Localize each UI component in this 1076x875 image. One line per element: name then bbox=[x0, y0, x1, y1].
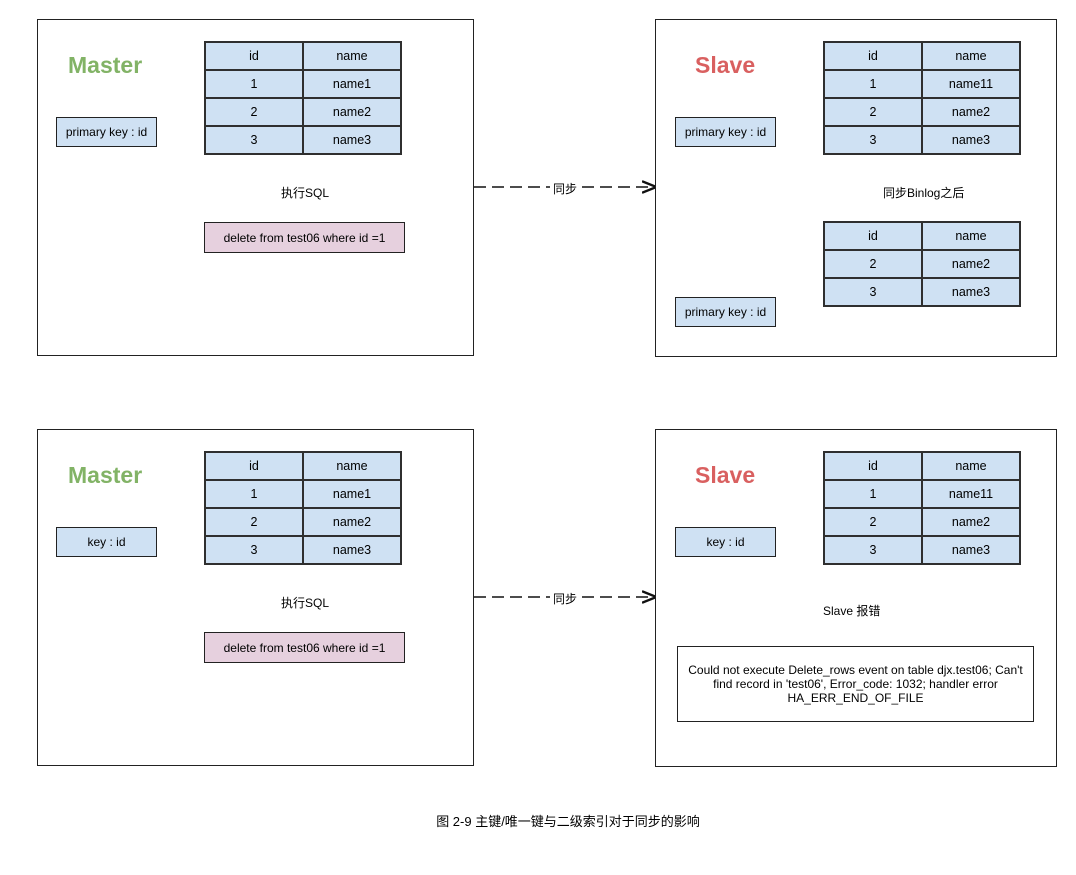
table-header-cell: name bbox=[302, 451, 402, 481]
table-cell: 1 bbox=[823, 69, 923, 99]
table-cell: name3 bbox=[921, 125, 1021, 155]
table-cell: name3 bbox=[302, 535, 402, 565]
master-table-top: id name 1 name1 2 name2 3 name3 bbox=[204, 41, 402, 155]
table-header-cell: id bbox=[823, 41, 923, 71]
table-row: 2 name2 bbox=[823, 507, 1021, 537]
table-cell: name3 bbox=[302, 125, 402, 155]
table-header-cell: name bbox=[302, 41, 402, 71]
exec-sql-label-top: 执行SQL bbox=[278, 184, 333, 201]
sql-statement-box-bottom: delete from test06 where id =1 bbox=[204, 632, 405, 663]
slave-title-top: Slave bbox=[695, 52, 756, 78]
table-cell: 1 bbox=[204, 479, 304, 509]
table-cell: name1 bbox=[302, 69, 402, 99]
slave-table-top: id name 1 name11 2 name2 3 name3 bbox=[823, 41, 1021, 155]
table-cell: 3 bbox=[823, 535, 923, 565]
table-row: 1 name11 bbox=[823, 69, 1021, 99]
table-cell: 3 bbox=[823, 125, 923, 155]
table-cell: name11 bbox=[921, 479, 1021, 509]
table-cell: 3 bbox=[204, 535, 304, 565]
table-row: 1 name1 bbox=[204, 69, 402, 99]
table-cell: 2 bbox=[204, 507, 304, 537]
table-row: 3 name3 bbox=[823, 125, 1021, 155]
table-header-cell: id bbox=[204, 451, 304, 481]
table-header-cell: id bbox=[823, 451, 923, 481]
table-row: 1 name11 bbox=[823, 479, 1021, 509]
table-cell: name2 bbox=[302, 507, 402, 537]
slave-title-bottom: Slave bbox=[695, 462, 756, 488]
table-header-row: id name bbox=[823, 221, 1021, 251]
slave-primary-key-box: primary key : id bbox=[675, 117, 776, 147]
sql-statement-box-top: delete from test06 where id =1 bbox=[204, 222, 405, 253]
table-row: 2 name2 bbox=[823, 249, 1021, 279]
master-primary-key-box: primary key : id bbox=[56, 117, 157, 147]
table-cell: 2 bbox=[823, 507, 923, 537]
table-cell: 3 bbox=[823, 277, 923, 307]
table-row: 3 name3 bbox=[823, 277, 1021, 307]
table-row: 2 name2 bbox=[204, 507, 402, 537]
table-header-cell: id bbox=[204, 41, 304, 71]
slave-key-box-bottom: key : id bbox=[675, 527, 776, 557]
table-cell: 3 bbox=[204, 125, 304, 155]
sync-label-bottom: 同步 bbox=[550, 590, 581, 607]
master-title-top: Master bbox=[68, 52, 143, 78]
slave-table-bottom: id name 1 name11 2 name2 3 name3 bbox=[823, 451, 1021, 565]
master-key-box-bottom: key : id bbox=[56, 527, 157, 557]
master-table-bottom: id name 1 name1 2 name2 3 name3 bbox=[204, 451, 402, 565]
table-header-row: id name bbox=[204, 41, 402, 71]
sync-label-top: 同步 bbox=[550, 180, 581, 197]
after-binlog-label: 同步Binlog之后 bbox=[880, 184, 968, 201]
table-header-cell: name bbox=[921, 221, 1021, 251]
table-cell: name2 bbox=[302, 97, 402, 127]
table-cell: name2 bbox=[921, 97, 1021, 127]
table-cell: name3 bbox=[921, 277, 1021, 307]
table-row: 3 name3 bbox=[204, 535, 402, 565]
master-title-bottom: Master bbox=[68, 462, 143, 488]
table-cell: 2 bbox=[823, 249, 923, 279]
table-header-row: id name bbox=[823, 41, 1021, 71]
error-message-box: Could not execute Delete_rows event on t… bbox=[677, 646, 1034, 722]
table-cell: name11 bbox=[921, 69, 1021, 99]
table-cell: name3 bbox=[921, 535, 1021, 565]
slave-error-label: Slave 报错 bbox=[820, 602, 884, 619]
table-cell: 1 bbox=[823, 479, 923, 509]
table-cell: 2 bbox=[823, 97, 923, 127]
slave-primary-key-box-after: primary key : id bbox=[675, 297, 776, 327]
table-row: 3 name3 bbox=[204, 125, 402, 155]
exec-sql-label-bottom: 执行SQL bbox=[278, 594, 333, 611]
table-header-row: id name bbox=[204, 451, 402, 481]
table-header-cell: name bbox=[921, 451, 1021, 481]
slave-table-after: id name 2 name2 3 name3 bbox=[823, 221, 1021, 307]
figure-caption: 图 2-9 主键/唯一键与二级索引对于同步的影响 bbox=[436, 814, 700, 829]
table-cell: name2 bbox=[921, 249, 1021, 279]
table-cell: name2 bbox=[921, 507, 1021, 537]
table-cell: name1 bbox=[302, 479, 402, 509]
table-row: 2 name2 bbox=[823, 97, 1021, 127]
table-header-cell: id bbox=[823, 221, 923, 251]
table-cell: 1 bbox=[204, 69, 304, 99]
table-row: 3 name3 bbox=[823, 535, 1021, 565]
table-row: 2 name2 bbox=[204, 97, 402, 127]
table-header-cell: name bbox=[921, 41, 1021, 71]
table-row: 1 name1 bbox=[204, 479, 402, 509]
table-header-row: id name bbox=[823, 451, 1021, 481]
table-cell: 2 bbox=[204, 97, 304, 127]
